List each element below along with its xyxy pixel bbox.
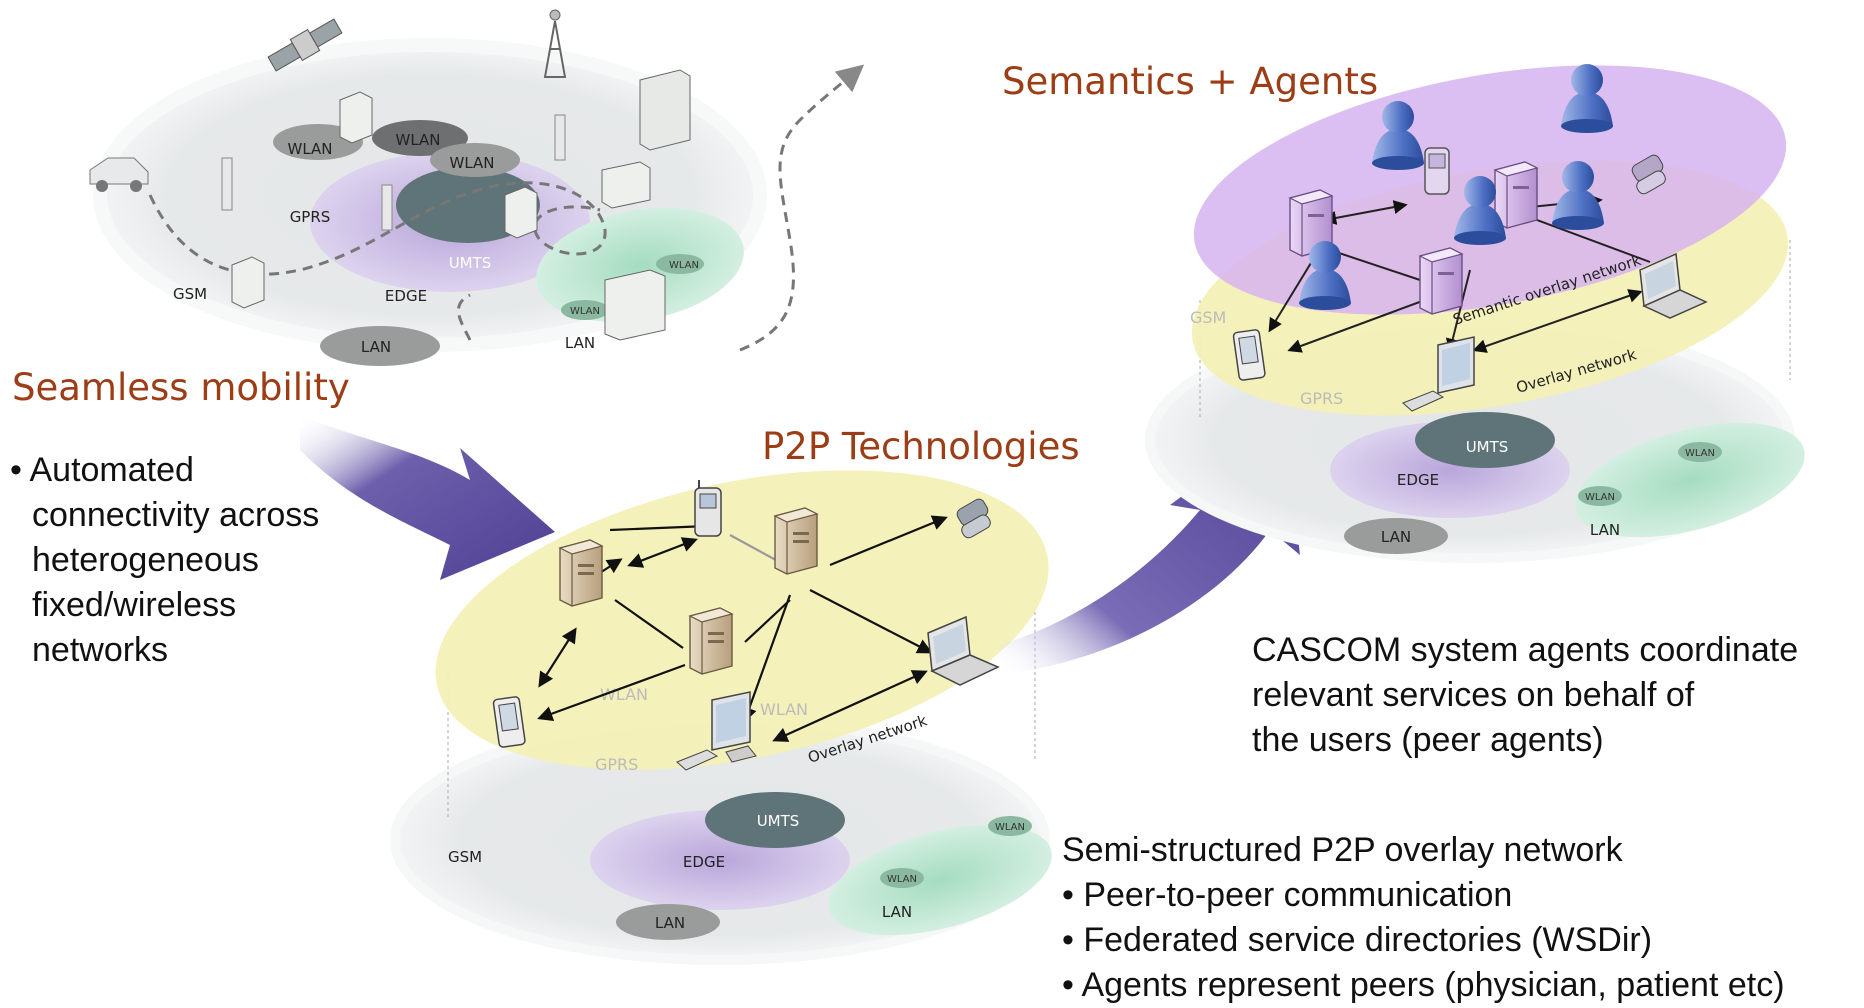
mast-icon: [381, 184, 393, 231]
gsm-ghost-label-sem: GSM: [1190, 308, 1226, 327]
semantic-network: EDGE UMTS LAN LAN WLAN WLAN GPRS GSM Ove…: [1145, 64, 1805, 563]
mobility-network-map: WLAN WLAN WLAN GPRS GSM UMTS EDGE LAN LA…: [89, 9, 865, 366]
building-icon: [604, 269, 666, 341]
building-icon: [639, 69, 691, 151]
lan-label-p2p-1: LAN: [655, 914, 685, 932]
overlay-bullet-1: • Peer-to-peer communication: [1062, 876, 1513, 914]
laptop-icon: [1639, 252, 1708, 319]
p2p-network: GSM EDGE UMTS LAN LAN WLAN WLAN GPRS WLA…: [390, 470, 1052, 965]
lan-zone-top: [536, 207, 744, 323]
p2p-links: [537, 515, 948, 742]
edge-label-p2p: EDGE: [683, 853, 725, 871]
cascom-line-1: CASCOM system agents coordinate: [1252, 631, 1799, 669]
pda-icon: [1232, 329, 1266, 381]
heading-semantics-agents: Semantics + Agents: [1002, 60, 1379, 103]
wlan-label-sem-2: WLAN: [1585, 492, 1615, 503]
wlan-label-4: WLAN: [669, 260, 699, 271]
edge-label: EDGE: [385, 287, 427, 305]
wlan-label-5: WLAN: [570, 306, 600, 317]
server-icon: [1494, 161, 1538, 229]
gprs-ghost-label: GPRS: [595, 755, 638, 774]
seamless-line-2: connectivity across: [32, 496, 320, 534]
umts-label-p2p: UMTS: [757, 812, 800, 830]
satellite-icon: [267, 18, 343, 72]
seamless-description: • Automated connectivity across heteroge…: [10, 448, 319, 673]
mast-icon: [554, 114, 566, 161]
seamless-line-3: heterogeneous: [32, 541, 259, 579]
server-icon: [1419, 247, 1463, 315]
server-icon: [559, 539, 603, 607]
heading-seamless-mobility: Seamless mobility: [12, 366, 350, 409]
laptop-icon: [927, 615, 1000, 686]
wlan-label-p2p-2: WLAN: [887, 874, 917, 885]
server-icon: [689, 607, 733, 675]
seamless-line-4: fixed/wireless: [32, 586, 237, 624]
heading-p2p-technologies: P2P Technologies: [762, 425, 1080, 468]
building-icon: [601, 161, 651, 209]
wlan-label-1: WLAN: [287, 140, 332, 158]
building-icon: [339, 91, 373, 144]
gprs-label: GPRS: [290, 208, 331, 226]
pda-icon: [492, 696, 526, 748]
gprs-ghost-label-sem: GPRS: [1300, 389, 1343, 408]
antenna-tower-icon: [543, 9, 567, 78]
overlay-bullet-3: • Agents represent peers (physician, pat…: [1062, 966, 1785, 1004]
mast-icon: [221, 157, 233, 211]
overlay-description: Semi-structured P2P overlay network • Pe…: [1062, 828, 1785, 1008]
wlan-label-p2p-1: WLAN: [995, 822, 1025, 833]
gsm-label: GSM: [173, 285, 207, 303]
progress-arrow-1: [300, 415, 555, 580]
desktop-monitor-icon: [1402, 336, 1475, 412]
lan-label-sem-2: LAN: [1590, 521, 1620, 539]
gsm-label-p2p: GSM: [448, 848, 482, 866]
wlan-label-3: WLAN: [449, 154, 494, 172]
umts-label-sem: UMTS: [1466, 438, 1509, 456]
mobile-phone-icon: [694, 480, 722, 537]
flip-phone-icon: [1631, 154, 1666, 195]
overlay-title: Semi-structured P2P overlay network: [1062, 831, 1623, 869]
building-icon: [504, 186, 538, 239]
lan-label-p2p-2: LAN: [882, 903, 912, 921]
edge-label-sem: EDGE: [1397, 471, 1439, 489]
cascom-line-2: relevant services on behalf of: [1252, 676, 1695, 714]
mobile-phone-icon: [1424, 147, 1450, 195]
cascom-line-3: the users (peer agents): [1252, 721, 1604, 759]
flip-phone-icon: [956, 498, 991, 539]
desktop-monitor-icon: [676, 691, 757, 771]
cascom-description: CASCOM system agents coordinate relevant…: [1252, 628, 1798, 763]
car-icon: [89, 157, 149, 192]
overlay-bullet-2: • Federated service directories (WSDir): [1062, 921, 1653, 959]
server-icon: [774, 507, 818, 575]
bullet: •: [10, 451, 22, 489]
umts-zone: [396, 167, 540, 243]
lan-label-1: LAN: [361, 338, 391, 356]
wlan-ghost-label-1: WLAN: [600, 685, 648, 704]
wlan-label-2: WLAN: [395, 131, 440, 149]
seamless-line-5: networks: [32, 631, 169, 669]
building-icon: [231, 256, 265, 309]
wlan-ghost-label-2: WLAN: [760, 700, 808, 719]
seamless-line-1: Automated: [29, 451, 194, 489]
wlan-label-sem-1: WLAN: [1685, 448, 1715, 459]
lan-label-2: LAN: [565, 334, 595, 352]
umts-label: UMTS: [449, 254, 492, 272]
lan-label-sem-1: LAN: [1381, 528, 1411, 546]
